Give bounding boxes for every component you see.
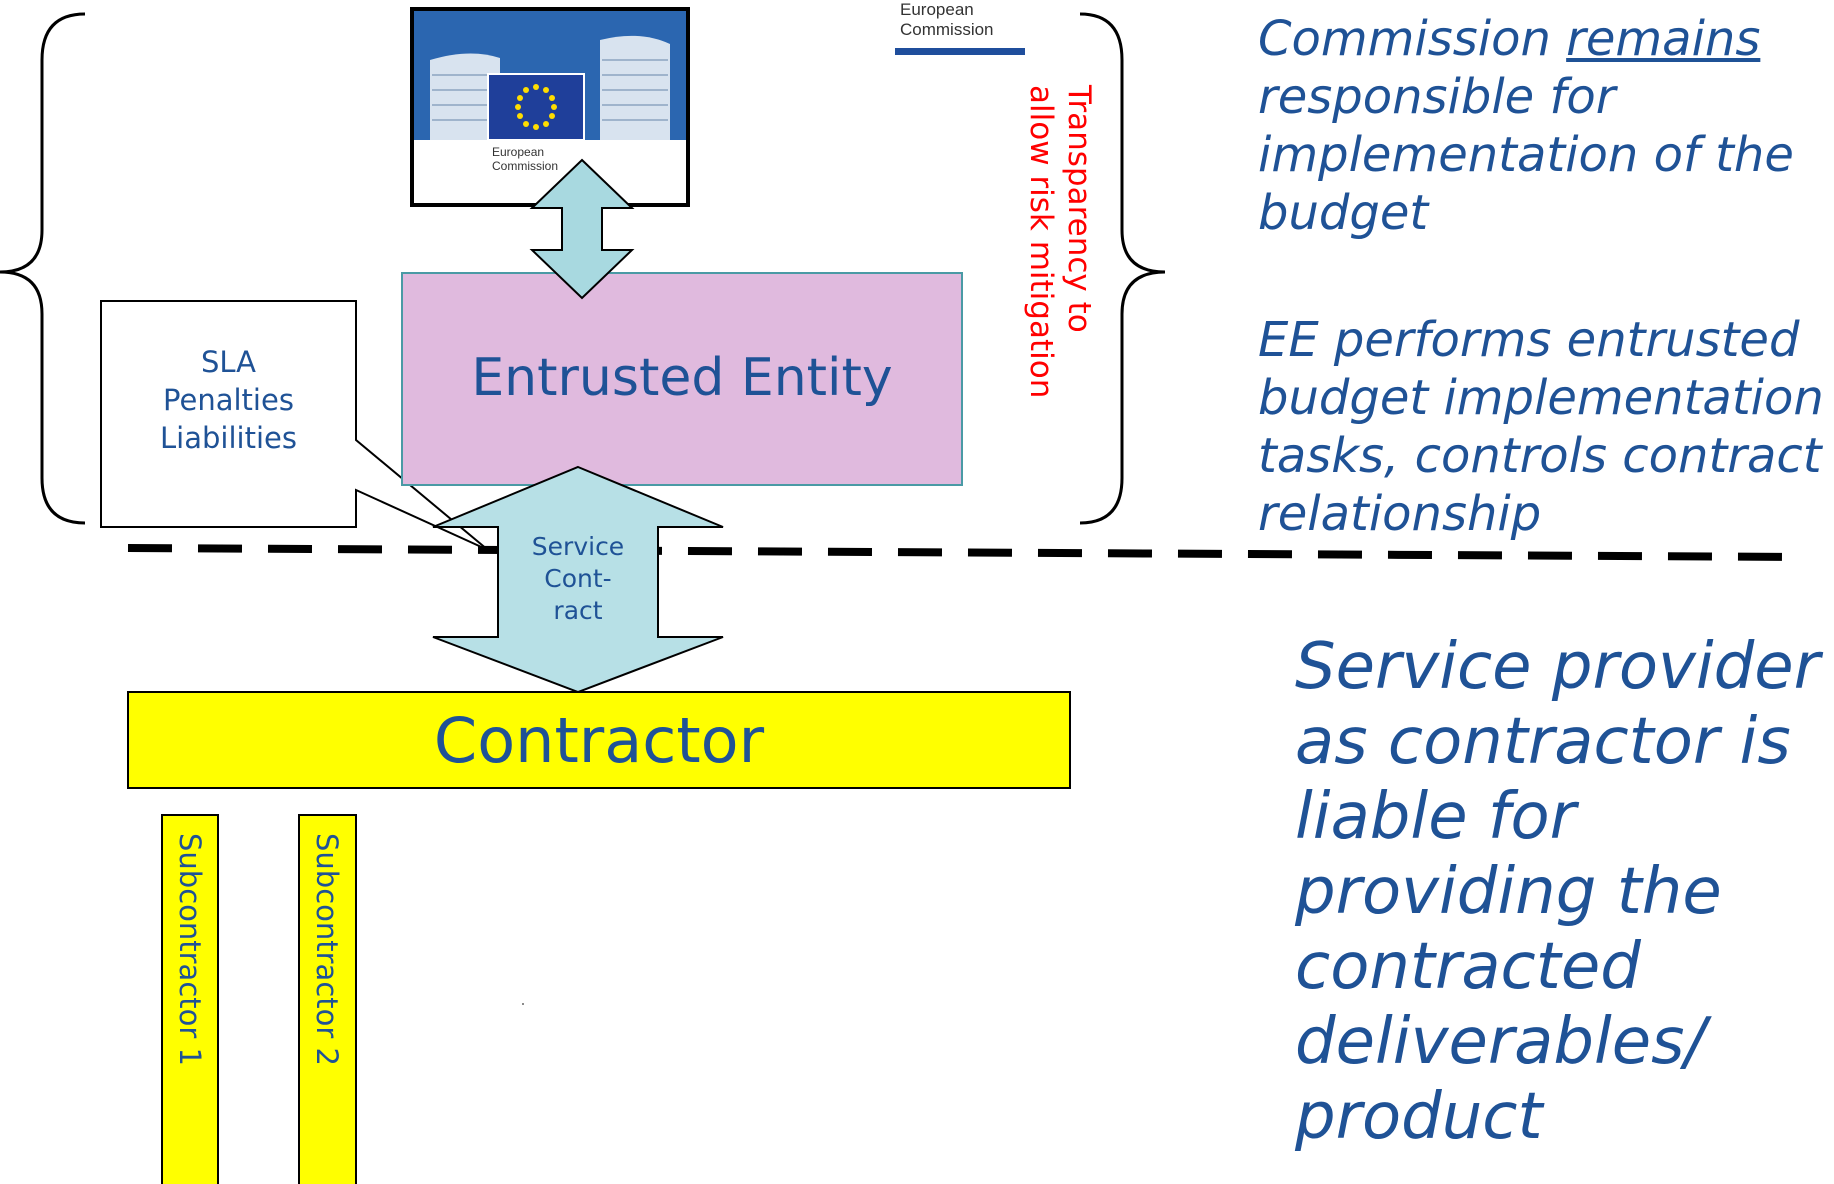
- sla-callout-box: [100, 300, 489, 551]
- commission-note-line3: implementation of the: [1258, 127, 1794, 183]
- service-provider-line5: contracted: [1295, 930, 1641, 1004]
- contractor-box: [127, 691, 1071, 789]
- transparency-label: Transparency to allow risk mitigation: [1022, 85, 1098, 485]
- subcontractor-2-label: Subcontractor 2: [310, 833, 344, 1066]
- left-curly-brace: [0, 12, 86, 525]
- ee-note: EE performs entrusted budget implementat…: [1258, 311, 1834, 543]
- subcontractor-2-box: [298, 814, 357, 1184]
- sla-line: SLA: [200, 345, 257, 379]
- commission-note-emphasis: remains: [1566, 11, 1761, 67]
- service-provider-line2: as contractor is: [1295, 705, 1791, 779]
- contractor-label: Contractor: [433, 704, 765, 777]
- service-contract-line2: Cont-: [544, 564, 612, 593]
- ee-note-line2: budget implementation: [1258, 370, 1824, 426]
- right-curly-brace: [1079, 12, 1166, 525]
- commission-building-image: European Commission: [410, 7, 690, 207]
- stray-dot: [522, 1003, 524, 1005]
- sla-callout-text: SLA Penalties Liabilities: [101, 343, 356, 457]
- ee-note-line3: tasks, controls contract: [1258, 428, 1822, 484]
- transparency-line1: Transparency to: [1061, 85, 1097, 333]
- building-logo-line2: Commission: [492, 159, 558, 173]
- logo-underline: [895, 48, 1025, 55]
- commission-note: Commission remains responsible for imple…: [1258, 10, 1834, 242]
- ec-logo-line1: European: [900, 0, 974, 19]
- subcontractor-1-box: [161, 814, 219, 1184]
- commission-note-pre: Commission: [1258, 11, 1567, 67]
- penalties-line: Penalties: [163, 383, 294, 417]
- ee-note-line4: relationship: [1258, 486, 1542, 542]
- service-provider-line4: providing the: [1295, 855, 1722, 929]
- service-provider-line3: liable for: [1295, 780, 1576, 854]
- transparency-line2: allow risk mitigation: [1023, 85, 1059, 399]
- commission-entity-double-arrow: [529, 158, 635, 300]
- dashed-divider-line: [127, 544, 1801, 561]
- entrusted-entity-label: Entrusted Entity: [471, 348, 893, 408]
- ec-logo: European Commission: [900, 0, 994, 40]
- commission-note-line1: Commission remains: [1258, 10, 1834, 68]
- building-logo-line1: European: [492, 145, 544, 159]
- commission-note-line2: responsible for: [1258, 69, 1616, 125]
- service-contract-label: Service Cont- ract: [498, 531, 658, 627]
- service-provider-line1: Service provider: [1295, 630, 1820, 704]
- service-contract-line1: Service: [531, 532, 625, 561]
- ec-logo-line2: Commission: [900, 20, 994, 39]
- liabilities-line: Liabilities: [160, 421, 297, 455]
- ee-note-line1: EE performs entrusted: [1258, 312, 1800, 368]
- service-contract-line3: ract: [553, 596, 603, 625]
- service-provider-line7: product: [1295, 1080, 1543, 1154]
- commission-note-line4: budget: [1258, 185, 1429, 241]
- service-provider-note: Service provider as contractor is liable…: [1295, 630, 1834, 1155]
- entrusted-entity-box: [401, 272, 963, 486]
- subcontractor-1-label: Subcontractor 1: [173, 833, 207, 1066]
- service-provider-line6: deliverables/: [1295, 1005, 1707, 1079]
